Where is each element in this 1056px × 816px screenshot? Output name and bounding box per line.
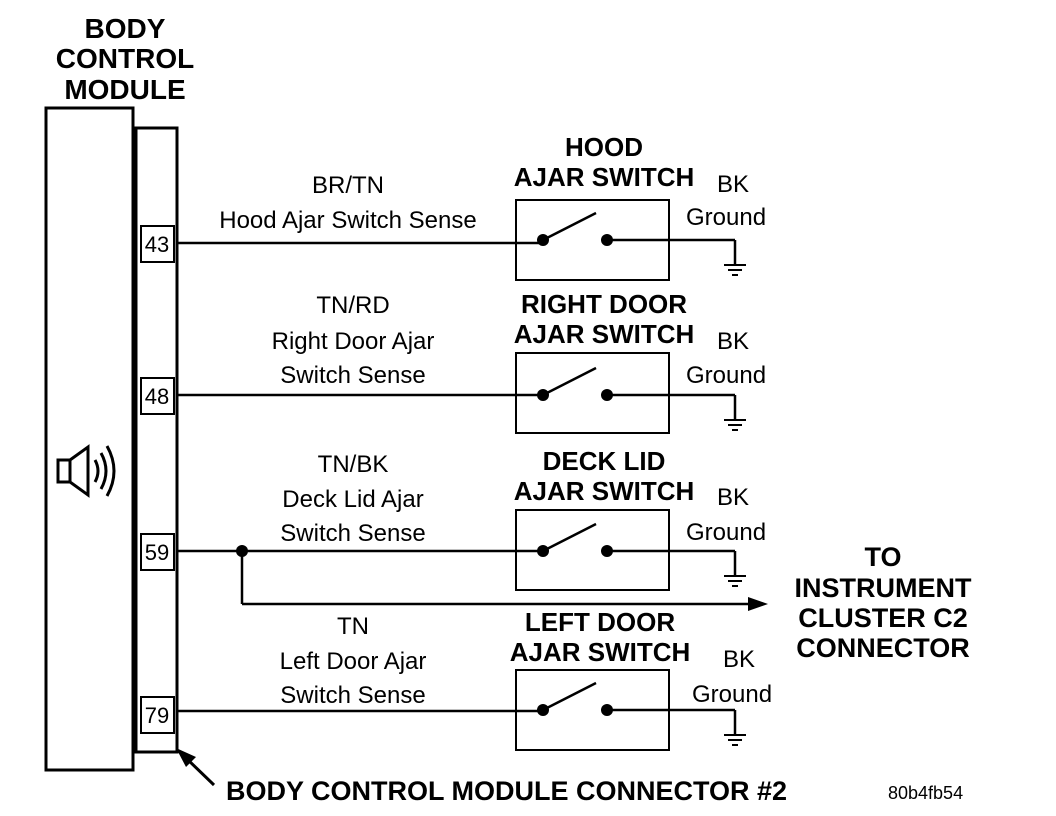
speaker-icon [56,444,116,498]
sense-label: Left Door Ajar [280,648,427,675]
wire-color-label: TN/RD [316,292,389,319]
ground-label: Ground [686,519,766,546]
figure-id: 80b4fb54 [888,783,963,803]
module-body [44,106,135,772]
ground-icon [724,575,746,587]
switch-title-line-1: LEFT DOOR [525,607,675,637]
destination-label: TO INSTRUMENT CLUSTER C2 CONNECTOR [795,542,972,663]
switch-arm [542,366,597,397]
destination-line-3: CLUSTER C2 [798,603,968,633]
ground-color-label: BK [723,646,755,673]
switch-box [515,352,670,434]
switch-arm [542,522,597,553]
connector-body [134,126,179,754]
connector-label: BODY CONTROL MODULE CONNECTOR #2 [226,776,787,806]
wire-color-label: BR/TN [312,172,384,199]
arrow-right-icon [748,597,768,611]
ground-icon [724,734,746,746]
sense-label: Switch Sense [280,520,425,547]
sense-label: Deck Lid Ajar [282,486,423,513]
switch-title-line-1: RIGHT DOOR [521,289,687,319]
pin-label-79: 79 [145,703,169,728]
switch-title-line-2: AJAR SWITCH [514,162,695,192]
module-title-line-2: CONTROL [56,43,194,74]
sense-label: Right Door Ajar [272,328,435,355]
pin-box-43 [140,225,175,263]
circuit-deck-lid: TN/BK Deck Lid Ajar Switch Sense DECK LI… [177,446,768,611]
destination-line-1: TO [864,542,901,572]
switch-arm [542,681,597,712]
ground-color-label: BK [717,328,749,355]
pin-box-48 [140,377,175,415]
ground-icon [724,264,746,276]
switch-title-line-1: HOOD [565,132,643,162]
pin-label-43: 43 [145,232,169,257]
ground-icon [724,419,746,431]
sense-label: Switch Sense [280,682,425,709]
pin-label-48: 48 [145,384,169,409]
module-title-line-1: BODY [85,13,166,44]
pin-box-79 [140,696,175,734]
switch-title-line-2: AJAR SWITCH [514,319,695,349]
module-title-line-3: MODULE [64,74,185,105]
destination-line-4: CONNECTOR [796,633,970,663]
pin-label-59: 59 [145,540,169,565]
module-title: BODY CONTROL MODULE [56,13,194,105]
sense-label: Hood Ajar Switch Sense [219,207,476,234]
ground-label: Ground [692,681,772,708]
switch-title-line-2: AJAR SWITCH [514,476,695,506]
wire-color-label: TN [337,613,369,640]
circuit-right-door: TN/RD Right Door Ajar Switch Sense RIGHT… [177,289,766,434]
wire-color-label: TN/BK [318,451,389,478]
ground-color-label: BK [717,484,749,511]
sense-label: Switch Sense [280,362,425,389]
destination-line-2: INSTRUMENT [795,573,972,603]
connector-callout-arrow [176,748,216,787]
ground-color-label: BK [717,171,749,198]
ground-label: Ground [686,362,766,389]
switch-arm [542,211,597,242]
circuit-hood: BR/TN Hood Ajar Switch Sense HOOD AJAR S… [177,132,766,281]
ground-label: Ground [686,204,766,231]
circuit-left-door: TN Left Door Ajar Switch Sense LEFT DOOR… [177,607,772,751]
switch-title-line-1: DECK LID [543,446,666,476]
switch-title-line-2: AJAR SWITCH [510,637,691,667]
pin-box-59 [140,533,175,571]
